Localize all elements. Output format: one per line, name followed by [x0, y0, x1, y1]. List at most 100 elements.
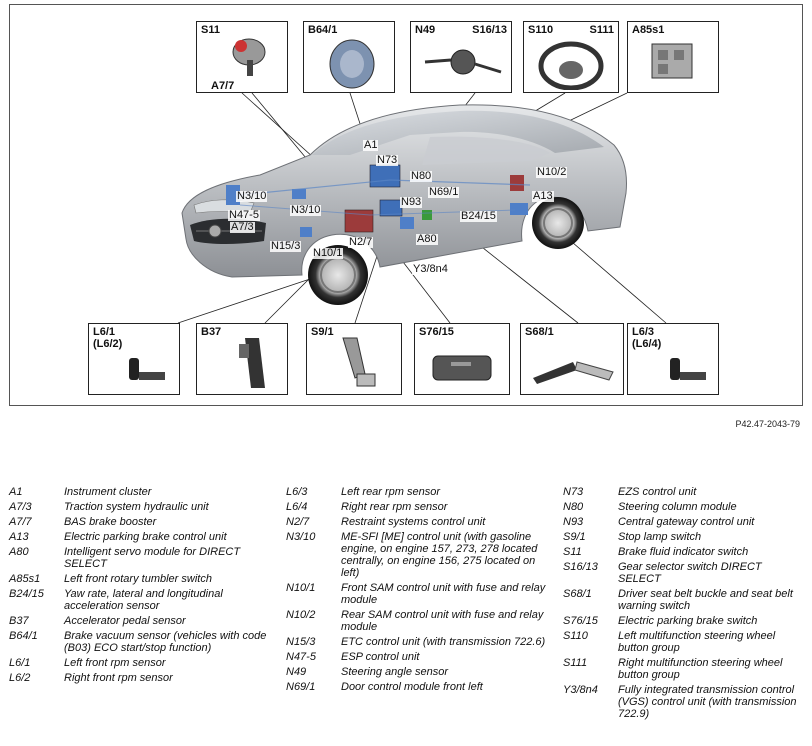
legend-desc: Driver seat belt buckle and seat belt wa…: [618, 588, 793, 612]
component-box-s9-1: S9/1: [306, 323, 402, 395]
callout-y3-8n4: Y3/8n4: [412, 263, 449, 275]
legend-desc: ETC control unit (with transmission 722.…: [341, 636, 546, 648]
legend-code: A7/3: [9, 501, 32, 513]
legend-code: N73: [563, 486, 584, 498]
legend-desc: Left rear rpm sensor: [341, 486, 441, 498]
legend-code: S9/1: [563, 531, 586, 543]
legend-item: S9/1 Stop lamp switch: [563, 531, 807, 543]
legend-code: S110: [563, 630, 588, 642]
legend-code: N49: [286, 666, 307, 678]
callout-n2-7: N2/7: [348, 236, 374, 248]
component-box-s110: S110 S111: [523, 21, 619, 93]
legend-desc: Gear selector switch DIRECT SELECT: [618, 561, 762, 585]
box-label-secondary: (L6/4): [632, 338, 662, 350]
box-label: L6/1: [93, 326, 116, 338]
brake-fluid-reservoir-icon: [232, 38, 266, 76]
legend-code: N15/3: [286, 636, 316, 648]
legend-column-3: N73 EZS control unit N80 Steering column m…: [563, 486, 807, 723]
legend-code: B64/1: [9, 630, 38, 642]
callout-n73: N73: [376, 154, 399, 166]
rpm-sensor-icon: [670, 358, 706, 380]
legend-desc: Right front rpm sensor: [64, 672, 173, 684]
legend-item: N73 EZS control unit: [563, 486, 807, 498]
legend-desc: Left front rotary tumbler switch: [64, 573, 212, 585]
box-label: S110: [528, 24, 554, 36]
seat-belt-buckle-icon: [533, 361, 614, 384]
legend-desc: Electric parking brake switch: [618, 615, 758, 627]
rotary-tumbler-switch-icon: [651, 43, 693, 79]
legend-desc: Front SAM control unit with fuse and rel…: [341, 582, 546, 606]
steering-column-switch-icon: [424, 49, 502, 75]
legend-desc: Steering column module: [618, 501, 737, 513]
legend-item: N49 Steering angle sensor: [286, 666, 552, 678]
callout-n80: N80: [410, 170, 433, 182]
legend-item: S76/15 Electric parking brake switch: [563, 615, 807, 627]
stop-lamp-switch-icon: [342, 337, 376, 387]
legend-desc: Steering angle sensor: [341, 666, 449, 678]
callout-n10-2: N10/2: [536, 166, 568, 178]
callout-a13: A13: [532, 190, 554, 202]
legend-code: A7/7: [9, 516, 32, 528]
legend-desc: Left front rpm sensor: [64, 657, 166, 669]
component-box-s11: S11 A7/7: [196, 21, 288, 93]
legend-code: N3/10: [286, 531, 316, 543]
callout-n93: N93: [400, 196, 423, 208]
legend-code: N80: [563, 501, 584, 513]
component-box-l6-3: L6/3 (L6/4): [627, 323, 719, 395]
legend-desc: Brake fluid indicator switch: [618, 546, 749, 558]
legend-code: B24/15: [9, 588, 44, 600]
legend-code: S76/15: [563, 615, 598, 627]
legend-code: N47-5: [286, 651, 316, 663]
legend-desc: Intelligent servo module for DIRECT SELE…: [64, 546, 241, 570]
legend-item: N47-5 ESP control unit: [286, 651, 552, 663]
callout-a1: A1: [363, 139, 379, 151]
legend-desc: EZS control unit: [618, 486, 697, 498]
legend-code: A1: [9, 486, 23, 498]
legend-code: N2/7: [286, 516, 310, 528]
component-box-s68-1: S68/1: [520, 323, 624, 395]
legend-desc: Rear SAM control unit with fuse and rela…: [341, 609, 544, 633]
legend-code: N93: [563, 516, 584, 528]
callout-n3-10-center: N3/10: [290, 204, 322, 216]
diagram-frame: S11 A7/7 B64/1 N49 S16/13 S110 S111 A8: [9, 4, 803, 406]
box-label: S9/1: [311, 326, 334, 338]
callout-n15-3: N15/3: [270, 240, 302, 252]
box-label: S68/1: [525, 326, 554, 338]
callout-n47-5: N47-5: [228, 209, 260, 221]
legend-item: B37 Accelerator pedal sensor: [9, 615, 275, 627]
legend-desc: Restraint systems control unit: [341, 516, 486, 528]
component-box-s76-15: S76/15: [414, 323, 510, 395]
legend-code: B37: [9, 615, 29, 627]
legend-code: N69/1: [286, 681, 316, 693]
box-label: B37: [201, 326, 222, 338]
box-label-secondary: (L6/2): [93, 338, 123, 350]
legend-desc: Stop lamp switch: [618, 531, 702, 543]
component-box-a85s1: A85s1: [627, 21, 719, 93]
callout-b24-15: B24/15: [460, 210, 497, 222]
component-box-b37: B37: [196, 323, 288, 395]
legend-item: N80 Steering column module: [563, 501, 807, 513]
component-box-b64-1: B64/1: [303, 21, 395, 93]
legend-code: A85s1: [9, 573, 41, 585]
box-label: N49: [415, 24, 436, 36]
legend-desc: Fully integrated transmission control (V…: [618, 684, 797, 720]
legend-desc: Brake vacuum sensor (vehicles with code …: [64, 630, 267, 654]
legend-desc: ESP control unit: [341, 651, 420, 663]
legend-desc: Accelerator pedal sensor: [64, 615, 186, 627]
legend-code: Y3/8n4: [563, 684, 598, 696]
